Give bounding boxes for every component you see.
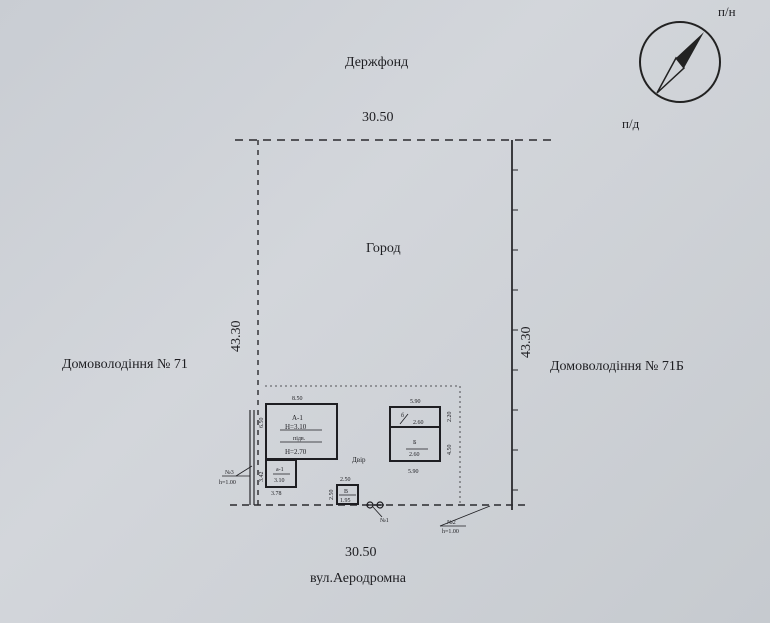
north-arrow [639,21,721,103]
marker-2-leader [439,505,491,527]
building-b-side-bottom: 4.50 [447,445,453,456]
south-label: п/д [622,116,640,131]
annex-a-width: 3.78 [271,491,282,497]
annex-a-height: 3.10 [274,478,285,484]
street-label: вул.Аеродромна [310,571,407,586]
building-a-side: 6.50 [259,418,265,429]
bottom-width-dimension: 30.50 [345,545,377,560]
right-length-dimension: 43.30 [519,327,534,359]
building-a-basement-height: Н=2.70 [285,448,307,456]
gate-icon [366,501,384,509]
annex-a-side: 3.42 [259,472,265,483]
annex-a-name: а-1 [276,467,284,473]
compass-needle-icon [676,32,704,68]
building-b-height: 2.60 [409,452,420,458]
marker-3: №3 [225,470,234,476]
building-v-width: 2.50 [340,477,351,483]
building-a-height: Н=3.10 [285,423,307,431]
left-length-dimension: 43.30 [229,321,244,353]
building-b [389,406,441,462]
right-boundary-ticks [512,169,518,491]
building-b-width-top: 5.90 [410,399,421,405]
building-b-side-top: 2.20 [447,412,453,423]
left-fence [249,410,255,505]
building-a-name: А-1 [292,414,303,422]
building-a-basement: підв. [293,436,306,442]
building-b-name: Б [413,440,417,446]
building-v [336,484,359,505]
north-label: п/н [718,4,736,19]
building-v-height: 1.95 [340,498,351,504]
marker-1-leader [372,506,383,518]
top-neighbor-label: Держфонд [345,55,408,70]
shed-b-name: б [401,412,404,419]
marker-1: №1 [380,518,389,524]
marker-2: №2 [447,520,456,526]
marker-2-h: h=1.00 [442,529,459,535]
top-width-dimension: 30.50 [362,110,394,125]
shed-b-height: 2.60 [413,420,424,426]
annex-a [265,459,297,488]
building-v-name: В [344,489,348,495]
building-a-width: 8.50 [292,396,303,402]
building-a [265,403,338,460]
garden-label: Город [366,241,401,256]
compass-icon [639,21,721,103]
yard-label: Двір [352,456,366,464]
right-neighbor-label: Домоволодіння № 71Б [550,359,684,374]
left-neighbor-label: Домоволодіння № 71 [62,357,188,372]
building-b-width-bottom: 5.90 [408,469,419,475]
marker-3-h: h=1.00 [219,480,236,486]
building-v-side: 2.50 [329,490,335,501]
